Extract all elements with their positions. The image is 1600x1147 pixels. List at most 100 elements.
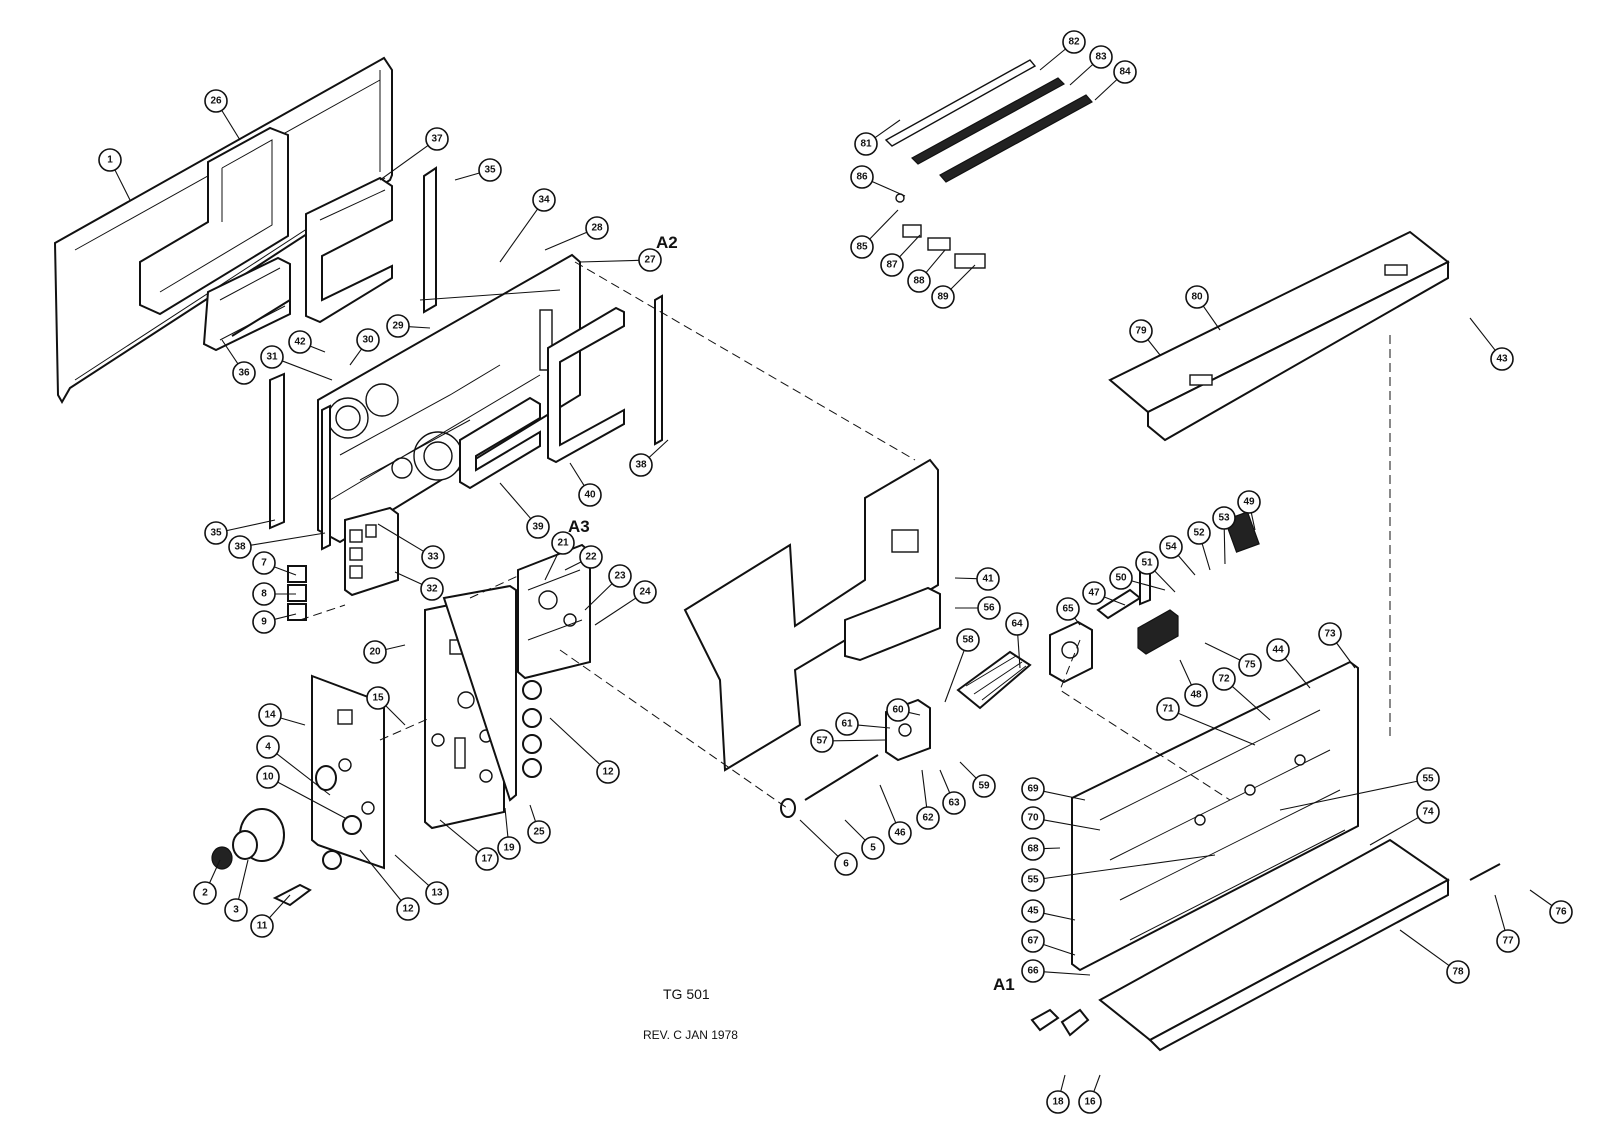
leader-line-43 — [1469, 317, 1496, 351]
callout-leaders — [114, 48, 1553, 1092]
callout-number: 82 — [1068, 37, 1080, 48]
assembly-label-a2: A2 — [656, 233, 678, 252]
callout-67: 67 — [1021, 929, 1045, 953]
leader-line-18 — [1060, 1074, 1066, 1092]
callout-4: 4 — [256, 735, 280, 759]
leader-line-16 — [1093, 1074, 1101, 1092]
callout-number: 64 — [1011, 619, 1023, 630]
leader-line-74 — [1369, 816, 1419, 846]
callout-20: 20 — [363, 640, 387, 664]
callout-circle — [1446, 960, 1470, 984]
callout-circle — [396, 897, 420, 921]
callout-circle — [1416, 767, 1440, 791]
leader-line-48 — [1179, 659, 1192, 686]
leader-line-76 — [1529, 889, 1553, 907]
callout-number: 74 — [1422, 807, 1434, 818]
leader-line-35 — [226, 519, 276, 532]
leader-line-65 — [1074, 617, 1081, 626]
callout-circle — [204, 521, 228, 545]
callout-80: 80 — [1185, 285, 1209, 309]
callout-circle — [1159, 535, 1183, 559]
callout-circle — [1005, 612, 1029, 636]
callout-19: 19 — [497, 836, 521, 860]
callout-17: 17 — [475, 847, 499, 871]
assembly-label-a3: A3 — [568, 517, 590, 536]
callout-circle — [386, 314, 410, 338]
callout-28: 28 — [585, 216, 609, 240]
coupling-6 — [780, 798, 796, 818]
callout-number: 59 — [978, 781, 990, 792]
callout-number: 50 — [1115, 573, 1127, 584]
callout-circle — [638, 248, 662, 272]
callout-76: 76 — [1549, 900, 1573, 924]
panel-25 — [442, 584, 517, 802]
leader-line-35 — [454, 172, 480, 181]
callout-number: 11 — [257, 921, 268, 932]
callout-69: 69 — [1021, 777, 1045, 801]
leader-line-72 — [1231, 685, 1271, 721]
bracket-56 — [844, 586, 941, 662]
callout-number: 20 — [369, 647, 381, 658]
leader-line-83 — [1069, 63, 1094, 86]
leader-line-21 — [544, 552, 559, 581]
callout-number: 55 — [1422, 774, 1434, 785]
callout-54: 54 — [1159, 535, 1183, 559]
callout-number: 31 — [266, 352, 278, 363]
callout-70: 70 — [1021, 806, 1045, 830]
leader-line-79 — [1147, 339, 1161, 356]
callout-33: 33 — [421, 545, 445, 569]
callout-circle — [1490, 347, 1514, 371]
callout-circle — [252, 582, 276, 606]
leader-line-85 — [869, 209, 899, 240]
callout-40: 40 — [578, 483, 602, 507]
callout-number: 30 — [362, 335, 374, 346]
callout-number: 22 — [585, 552, 597, 563]
callout-number: 83 — [1095, 52, 1107, 63]
leader-line-14 — [280, 717, 306, 726]
callout-circle — [834, 852, 858, 876]
callout-circle — [1212, 667, 1236, 691]
callout-32: 32 — [420, 577, 444, 601]
callout-63: 63 — [942, 791, 966, 815]
callout-number: 53 — [1218, 513, 1230, 524]
callout-number: 69 — [1027, 784, 1039, 795]
leader-line-77 — [1494, 894, 1506, 931]
callout-43: 43 — [1490, 347, 1514, 371]
callout-85: 85 — [850, 235, 874, 259]
callout-50: 50 — [1109, 566, 1133, 590]
callout-number: 37 — [431, 134, 443, 145]
callout-66: 66 — [1021, 959, 1045, 983]
leader-line-19 — [504, 807, 509, 838]
callout-31: 31 — [260, 345, 284, 369]
callout-number: 56 — [983, 603, 995, 614]
leader-line-67 — [1043, 943, 1076, 956]
callout-number: 77 — [1502, 936, 1514, 947]
leader-line-87 — [899, 234, 921, 258]
leader-line-88 — [925, 249, 946, 273]
callout-circle — [288, 330, 312, 354]
leader-line-78 — [1399, 929, 1450, 966]
leader-line-10 — [277, 781, 346, 819]
callout-circle — [228, 535, 252, 559]
callout-circle — [1185, 285, 1209, 309]
callout-circle — [596, 760, 620, 784]
callout-number: 10 — [262, 772, 274, 783]
leader-line-45 — [1043, 912, 1076, 921]
callout-number: 76 — [1555, 907, 1567, 918]
callout-circle — [850, 235, 874, 259]
callout-circle — [1109, 566, 1133, 590]
callout-83: 83 — [1089, 45, 1113, 69]
callout-circle — [886, 698, 910, 722]
rail-80 — [1108, 230, 1450, 442]
leader-line-22 — [564, 561, 582, 571]
callout-30: 30 — [356, 328, 380, 352]
leader-line-20 — [385, 644, 406, 651]
leader-line-51 — [1154, 570, 1176, 593]
callout-number: 1 — [107, 155, 113, 166]
callout-44: 44 — [1266, 638, 1290, 662]
callout-number: 48 — [1190, 690, 1202, 701]
callout-number: 63 — [948, 798, 960, 809]
leader-line-81 — [874, 119, 901, 139]
